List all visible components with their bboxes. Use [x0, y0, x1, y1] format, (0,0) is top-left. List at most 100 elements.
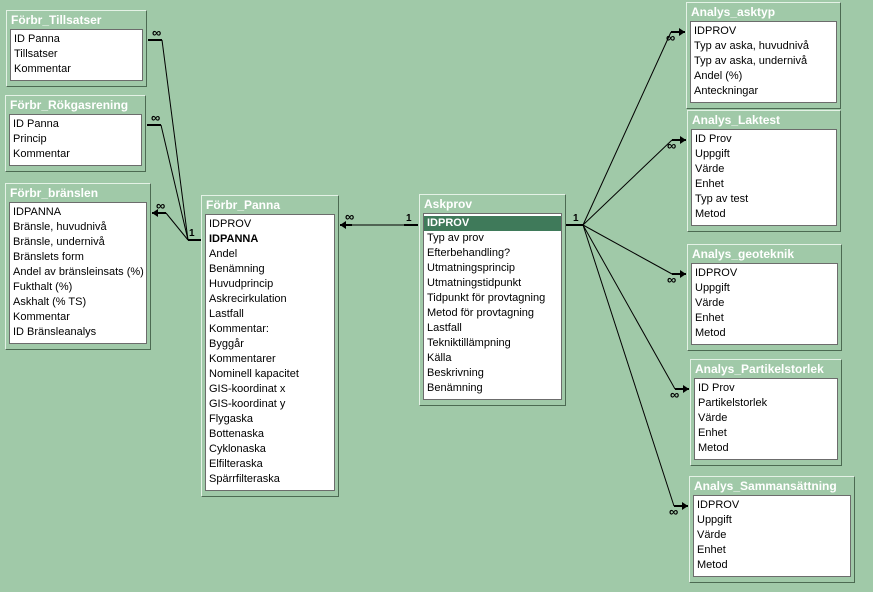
field-item[interactable]: Spärrfilteraska: [209, 473, 280, 485]
table-title[interactable]: Analys_Laktest: [692, 113, 781, 127]
field-item[interactable]: Värde: [698, 412, 728, 424]
field-item[interactable]: Metod: [698, 442, 729, 454]
field-item[interactable]: IDPANNA: [209, 233, 259, 245]
field-item[interactable]: Lastfall: [209, 308, 244, 320]
relationship-line[interactable]: [582, 31, 672, 226]
field-item[interactable]: Kommentar: [14, 63, 71, 75]
field-item[interactable]: Princip: [13, 133, 47, 145]
field-item[interactable]: Bränsle, huvudnivå: [13, 221, 107, 233]
field-item[interactable]: Nominell kapacitet: [209, 368, 299, 380]
field-item[interactable]: IDPROV: [695, 267, 738, 279]
field-item[interactable]: Enhet: [695, 178, 724, 190]
field-item[interactable]: Metod: [695, 208, 726, 220]
table-title[interactable]: Förbr_Rökgasrening: [10, 98, 129, 112]
field-item[interactable]: Bottenaska: [209, 428, 265, 440]
field-item[interactable]: Andel av bränsleinsats (%): [13, 266, 144, 278]
table-title[interactable]: Analys_geoteknik: [692, 247, 795, 261]
field-item[interactable]: Metod: [695, 327, 726, 339]
field-item[interactable]: Metod för provtagning: [427, 307, 535, 319]
field-item[interactable]: Tidpunkt för provtagning: [427, 292, 546, 304]
relationship-line[interactable]: [582, 224, 675, 507]
field-item[interactable]: ID Prov: [695, 133, 732, 145]
field-item[interactable]: Cyklonaska: [209, 443, 266, 455]
table-title[interactable]: Förbr_Panna: [206, 198, 281, 212]
table-title[interactable]: Analys_Partikelstorlek: [695, 362, 824, 376]
field-item[interactable]: Typ av test: [695, 193, 749, 205]
field-item[interactable]: Utmatningsprincip: [427, 262, 516, 274]
field-item[interactable]: Utmatningstidpunkt: [427, 277, 522, 289]
field-item[interactable]: Tekniktillämpning: [427, 337, 511, 349]
field-item[interactable]: ID Panna: [14, 33, 60, 45]
field-item[interactable]: ID Bränsleanalys: [13, 326, 97, 338]
table-title[interactable]: Askprov: [424, 197, 473, 211]
field-item[interactable]: Enhet: [697, 544, 726, 556]
field-item[interactable]: Värde: [695, 297, 725, 309]
table-title[interactable]: Analys_asktyp: [691, 5, 776, 19]
field-item[interactable]: Bränsle, undernivå: [13, 236, 105, 248]
field-item[interactable]: Värde: [695, 163, 725, 175]
field-item[interactable]: IDPROV: [694, 25, 737, 37]
relationship-line[interactable]: [582, 224, 673, 275]
field-item[interactable]: Beskrivning: [427, 367, 484, 379]
field-item[interactable]: Fukthalt (%): [13, 281, 73, 293]
field-item[interactable]: IDPANNA: [13, 206, 62, 218]
relationship-line[interactable]: [161, 39, 189, 241]
field-item[interactable]: Benämning: [427, 382, 483, 394]
table-title[interactable]: Förbr_bränslen: [10, 186, 99, 200]
field-item[interactable]: Kommentarer: [209, 353, 276, 365]
field-item[interactable]: Benämning: [209, 263, 265, 275]
field-item[interactable]: GIS-koordinat y: [209, 398, 286, 410]
table-title[interactable]: Analys_Sammansättning: [694, 479, 837, 493]
relationship-line[interactable]: [582, 224, 676, 390]
field-item[interactable]: Askhalt (% TS): [13, 296, 87, 308]
field-item[interactable]: Källa: [427, 352, 452, 364]
field-item[interactable]: Metod: [697, 559, 728, 571]
table-title[interactable]: Förbr_Tillsatser: [11, 13, 102, 27]
field-item[interactable]: Efterbehandling?: [427, 247, 511, 259]
field-item[interactable]: IDPROV: [697, 499, 740, 511]
relationship-line[interactable]: [165, 212, 189, 241]
field-item[interactable]: Tillsatser: [14, 48, 58, 60]
field-item[interactable]: IDPROV: [424, 216, 561, 231]
field-item[interactable]: Uppgift: [697, 514, 732, 526]
field-item[interactable]: ID Prov: [698, 382, 735, 394]
field-item[interactable]: Byggår: [209, 338, 244, 350]
field-item[interactable]: Anteckningar: [694, 85, 759, 97]
field-item[interactable]: Kommentar:: [209, 323, 269, 335]
field-item[interactable]: Typ av prov: [427, 232, 484, 244]
field-item[interactable]: Typ av aska, undernivå: [694, 55, 808, 67]
relationship-line[interactable]: [582, 139, 673, 226]
field-item[interactable]: Uppgift: [695, 282, 730, 294]
field-item[interactable]: Askrecirkulation: [209, 293, 287, 305]
field-item[interactable]: Andel (%): [694, 70, 743, 82]
field-item[interactable]: Kommentar: [13, 311, 70, 323]
field-item[interactable]: Lastfall: [427, 322, 462, 334]
field-item[interactable]: Uppgift: [695, 148, 730, 160]
field-item[interactable]: GIS-koordinat x: [209, 383, 286, 395]
field-item[interactable]: Typ av aska, huvudnivå: [694, 40, 809, 52]
field-item[interactable]: Bränslets form: [13, 251, 84, 263]
field-item[interactable]: Partikelstorlek: [698, 397, 768, 409]
field-item[interactable]: Enhet: [695, 312, 724, 324]
field-item[interactable]: Kommentar: [13, 148, 70, 160]
field-item[interactable]: Andel: [209, 248, 238, 260]
